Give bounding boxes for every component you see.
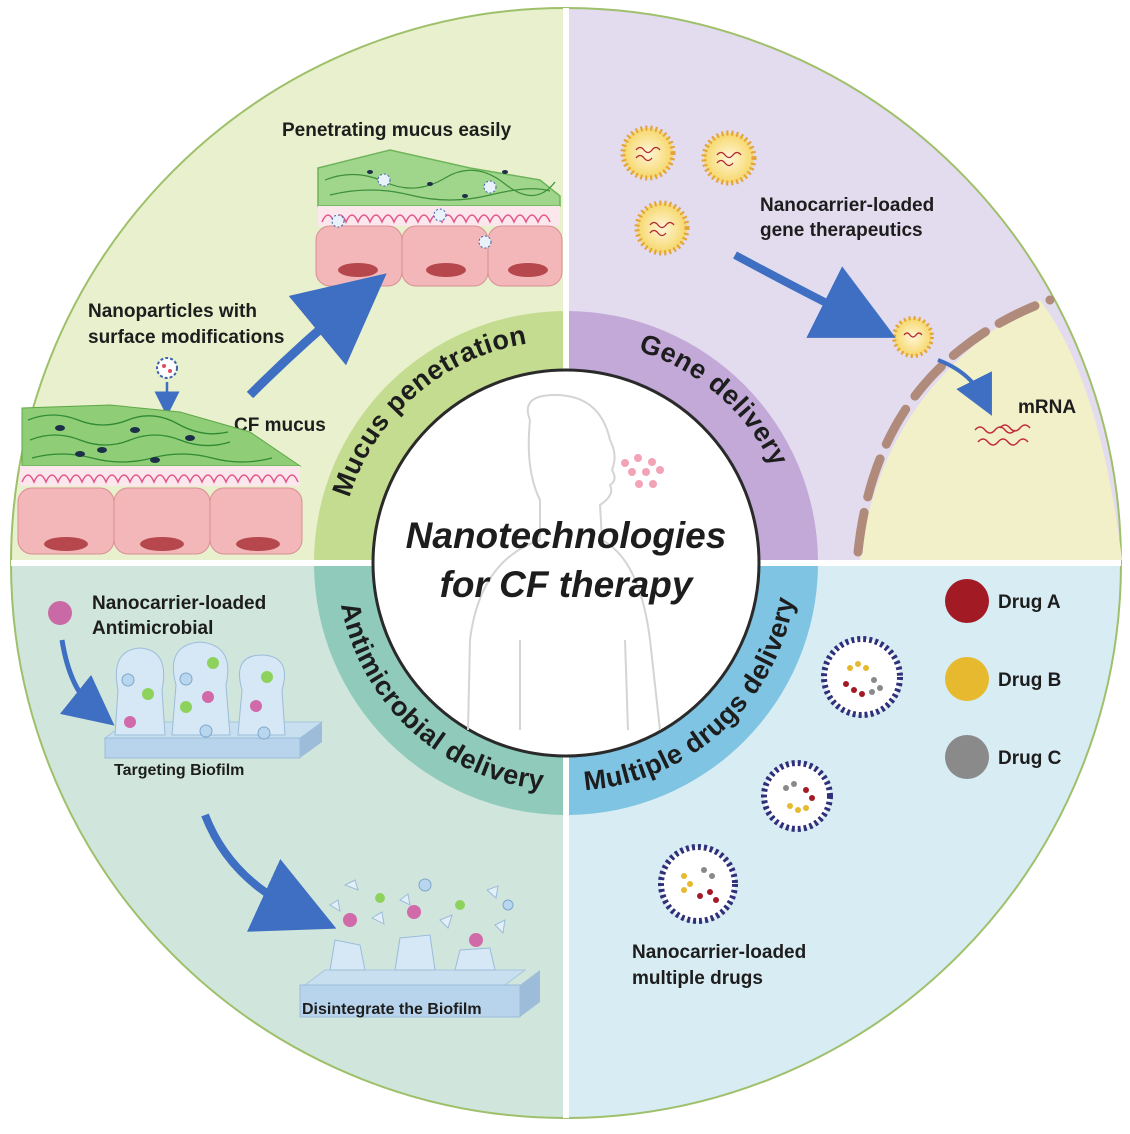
anti-label-line2: Antimicrobial bbox=[92, 618, 213, 639]
ring-antimicrobial bbox=[314, 566, 563, 815]
gene-label-line2: gene therapeutics bbox=[760, 220, 923, 241]
arrow-icon bbox=[246, 273, 387, 399]
liposome-icon bbox=[701, 130, 757, 186]
multidrug-carrier-icon bbox=[821, 636, 903, 718]
liposome-icon bbox=[892, 316, 934, 358]
center-disc: Nanotechnologies for CF therapy bbox=[371, 368, 761, 758]
drug-c-icon bbox=[945, 735, 989, 779]
np-label-line2: surface modifications bbox=[88, 327, 284, 348]
antimicrobial-panel: Nanocarrier-loaded Antimicrobial Targeti… bbox=[48, 593, 540, 1018]
targeting-label: Targeting Biofilm bbox=[114, 762, 244, 779]
gene-label-line1: Nanocarrier-loaded bbox=[760, 195, 934, 216]
ring-multiple bbox=[569, 566, 818, 815]
multidrug-carrier-icon bbox=[761, 760, 833, 832]
particle-dots bbox=[621, 454, 664, 488]
human-silhouette-icon bbox=[467, 393, 661, 731]
top-tissue-icon bbox=[315, 149, 563, 287]
arrow-icon bbox=[59, 639, 115, 726]
arrow-icon bbox=[733, 251, 896, 338]
mucus-panel: Penetrating mucus easily Nanoparticle bbox=[17, 120, 563, 555]
biofilm-icon bbox=[103, 641, 324, 759]
center-title-line2: for CF therapy bbox=[440, 564, 695, 605]
ring-mucus bbox=[314, 311, 563, 560]
np-label-line1: Nanoparticles with bbox=[88, 301, 257, 322]
multi-label-line2: multiple drugs bbox=[632, 968, 763, 989]
ring-gene bbox=[569, 311, 818, 560]
gene-panel: Nanocarrier-loaded gene therapeutics mRN… bbox=[620, 125, 1122, 560]
multidrug-carrier-icon bbox=[658, 844, 738, 924]
cf-mucus-label: CF mucus bbox=[234, 415, 326, 436]
mrna-strands bbox=[974, 424, 1031, 446]
arrow-icon bbox=[937, 358, 992, 416]
drug-b-icon bbox=[945, 657, 989, 701]
multi-label-line1: Nanocarrier-loaded bbox=[632, 942, 806, 963]
mucus-top-label: Penetrating mucus easily bbox=[282, 120, 512, 141]
nanoparticle-icon bbox=[154, 357, 180, 417]
anti-label-line1: Nanocarrier-loaded bbox=[92, 593, 266, 614]
mrna-label: mRNA bbox=[1018, 397, 1076, 418]
disintegrated-biofilm-icon bbox=[299, 878, 540, 1018]
arrow-icon bbox=[201, 813, 337, 932]
liposome-icon bbox=[634, 200, 690, 256]
center-title-line1: Nanotechnologies bbox=[406, 515, 727, 556]
drug-a-icon bbox=[945, 579, 989, 623]
drug-a-label: Drug A bbox=[998, 592, 1061, 613]
drug-b-label: Drug B bbox=[998, 670, 1061, 691]
disintegrate-label: Disintegrate the Biofilm bbox=[302, 1001, 482, 1018]
multiple-panel: Drug A Drug B Drug C Nanocarrier-loaded … bbox=[632, 579, 1062, 989]
antimicrobial-carrier-icon bbox=[48, 601, 72, 625]
nucleus-region bbox=[860, 300, 1122, 560]
liposome-icon bbox=[620, 125, 676, 181]
drug-c-label: Drug C bbox=[998, 748, 1062, 769]
bottom-tissue-icon bbox=[17, 404, 303, 555]
